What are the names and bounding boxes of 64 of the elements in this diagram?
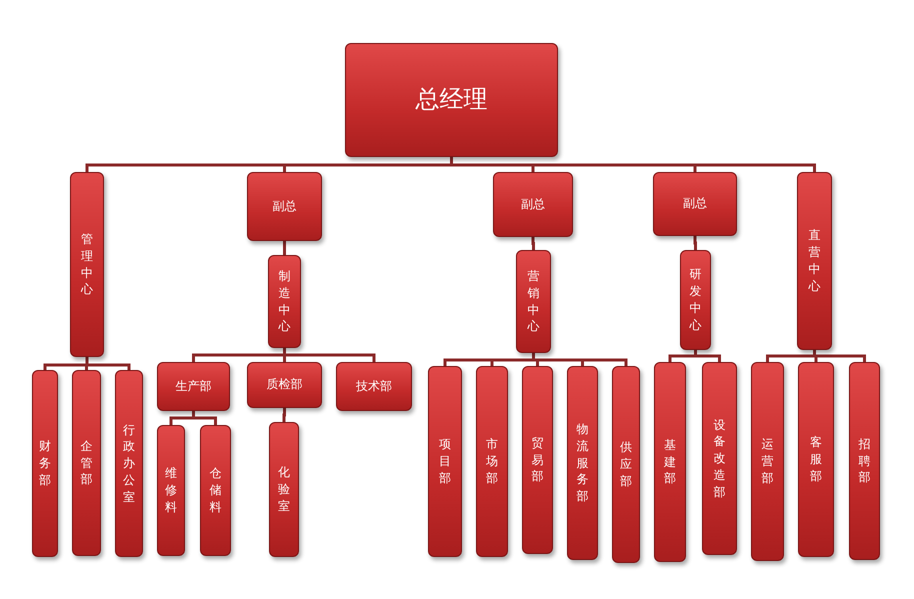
org-box [428, 366, 462, 557]
org-box [336, 362, 412, 411]
box-label: 设备改造部 [714, 416, 726, 500]
box-label: 运营部 [762, 436, 774, 487]
box-label: 客服部 [810, 434, 822, 485]
org-box [751, 362, 784, 561]
box-label: 副总 [521, 196, 545, 212]
org-box [115, 370, 143, 557]
org-box [157, 425, 185, 556]
box-label: 财务部 [39, 438, 51, 489]
box-label: 总经理 [416, 84, 488, 116]
org-box [247, 172, 322, 241]
org-box [567, 366, 598, 560]
box-label: 维修料 [165, 465, 177, 516]
box-label: 供应部 [620, 439, 632, 490]
org-box [268, 255, 301, 348]
connector-line [283, 241, 286, 255]
connector-line [532, 237, 535, 250]
connector-line [694, 236, 697, 250]
box-label: 制造中心 [278, 268, 290, 336]
org-box [654, 362, 686, 562]
box-label: 直营中心 [808, 227, 820, 295]
connector-line [450, 157, 816, 172]
box-label: 企管部 [80, 438, 92, 488]
org-box [72, 370, 101, 556]
org-box [345, 43, 558, 157]
org-box [849, 362, 880, 560]
box-label: 营销中心 [528, 268, 540, 336]
org-box [247, 362, 322, 408]
org-box [493, 172, 573, 237]
org-box [70, 172, 104, 357]
connector-line [282, 408, 286, 422]
org-box [516, 250, 551, 353]
box-label: 副总 [272, 198, 296, 214]
connector-line [283, 348, 376, 362]
box-label: 仓储料 [210, 465, 222, 516]
org-box [612, 366, 640, 563]
org-box [522, 366, 553, 554]
org-box [797, 172, 832, 350]
box-label: 招聘部 [858, 436, 870, 486]
box-label: 贸易部 [532, 434, 544, 486]
org-box [269, 422, 299, 557]
box-label: 技术部 [356, 378, 392, 394]
box-label: 项目部 [439, 436, 451, 487]
org-box [157, 362, 230, 411]
box-label: 管理中心 [81, 230, 93, 298]
box-label: 市场部 [486, 436, 498, 487]
connector-line [192, 411, 217, 425]
box-label: 研发中心 [690, 266, 702, 334]
box-label: 化验室 [278, 464, 290, 515]
org-box [32, 370, 58, 557]
box-label: 行政办公室 [123, 422, 135, 506]
box-label: 质检部 [266, 377, 302, 393]
box-label: 物流服务部 [576, 421, 588, 505]
box-label: 基建部 [664, 436, 676, 488]
box-label: 生产部 [176, 378, 212, 394]
org-box [653, 172, 737, 236]
org-box [680, 250, 711, 350]
org-box [200, 425, 231, 556]
connector-line [86, 357, 130, 370]
org-box [476, 366, 508, 557]
org-box [702, 362, 737, 555]
box-label: 副总 [683, 196, 707, 212]
org-box [798, 362, 834, 557]
